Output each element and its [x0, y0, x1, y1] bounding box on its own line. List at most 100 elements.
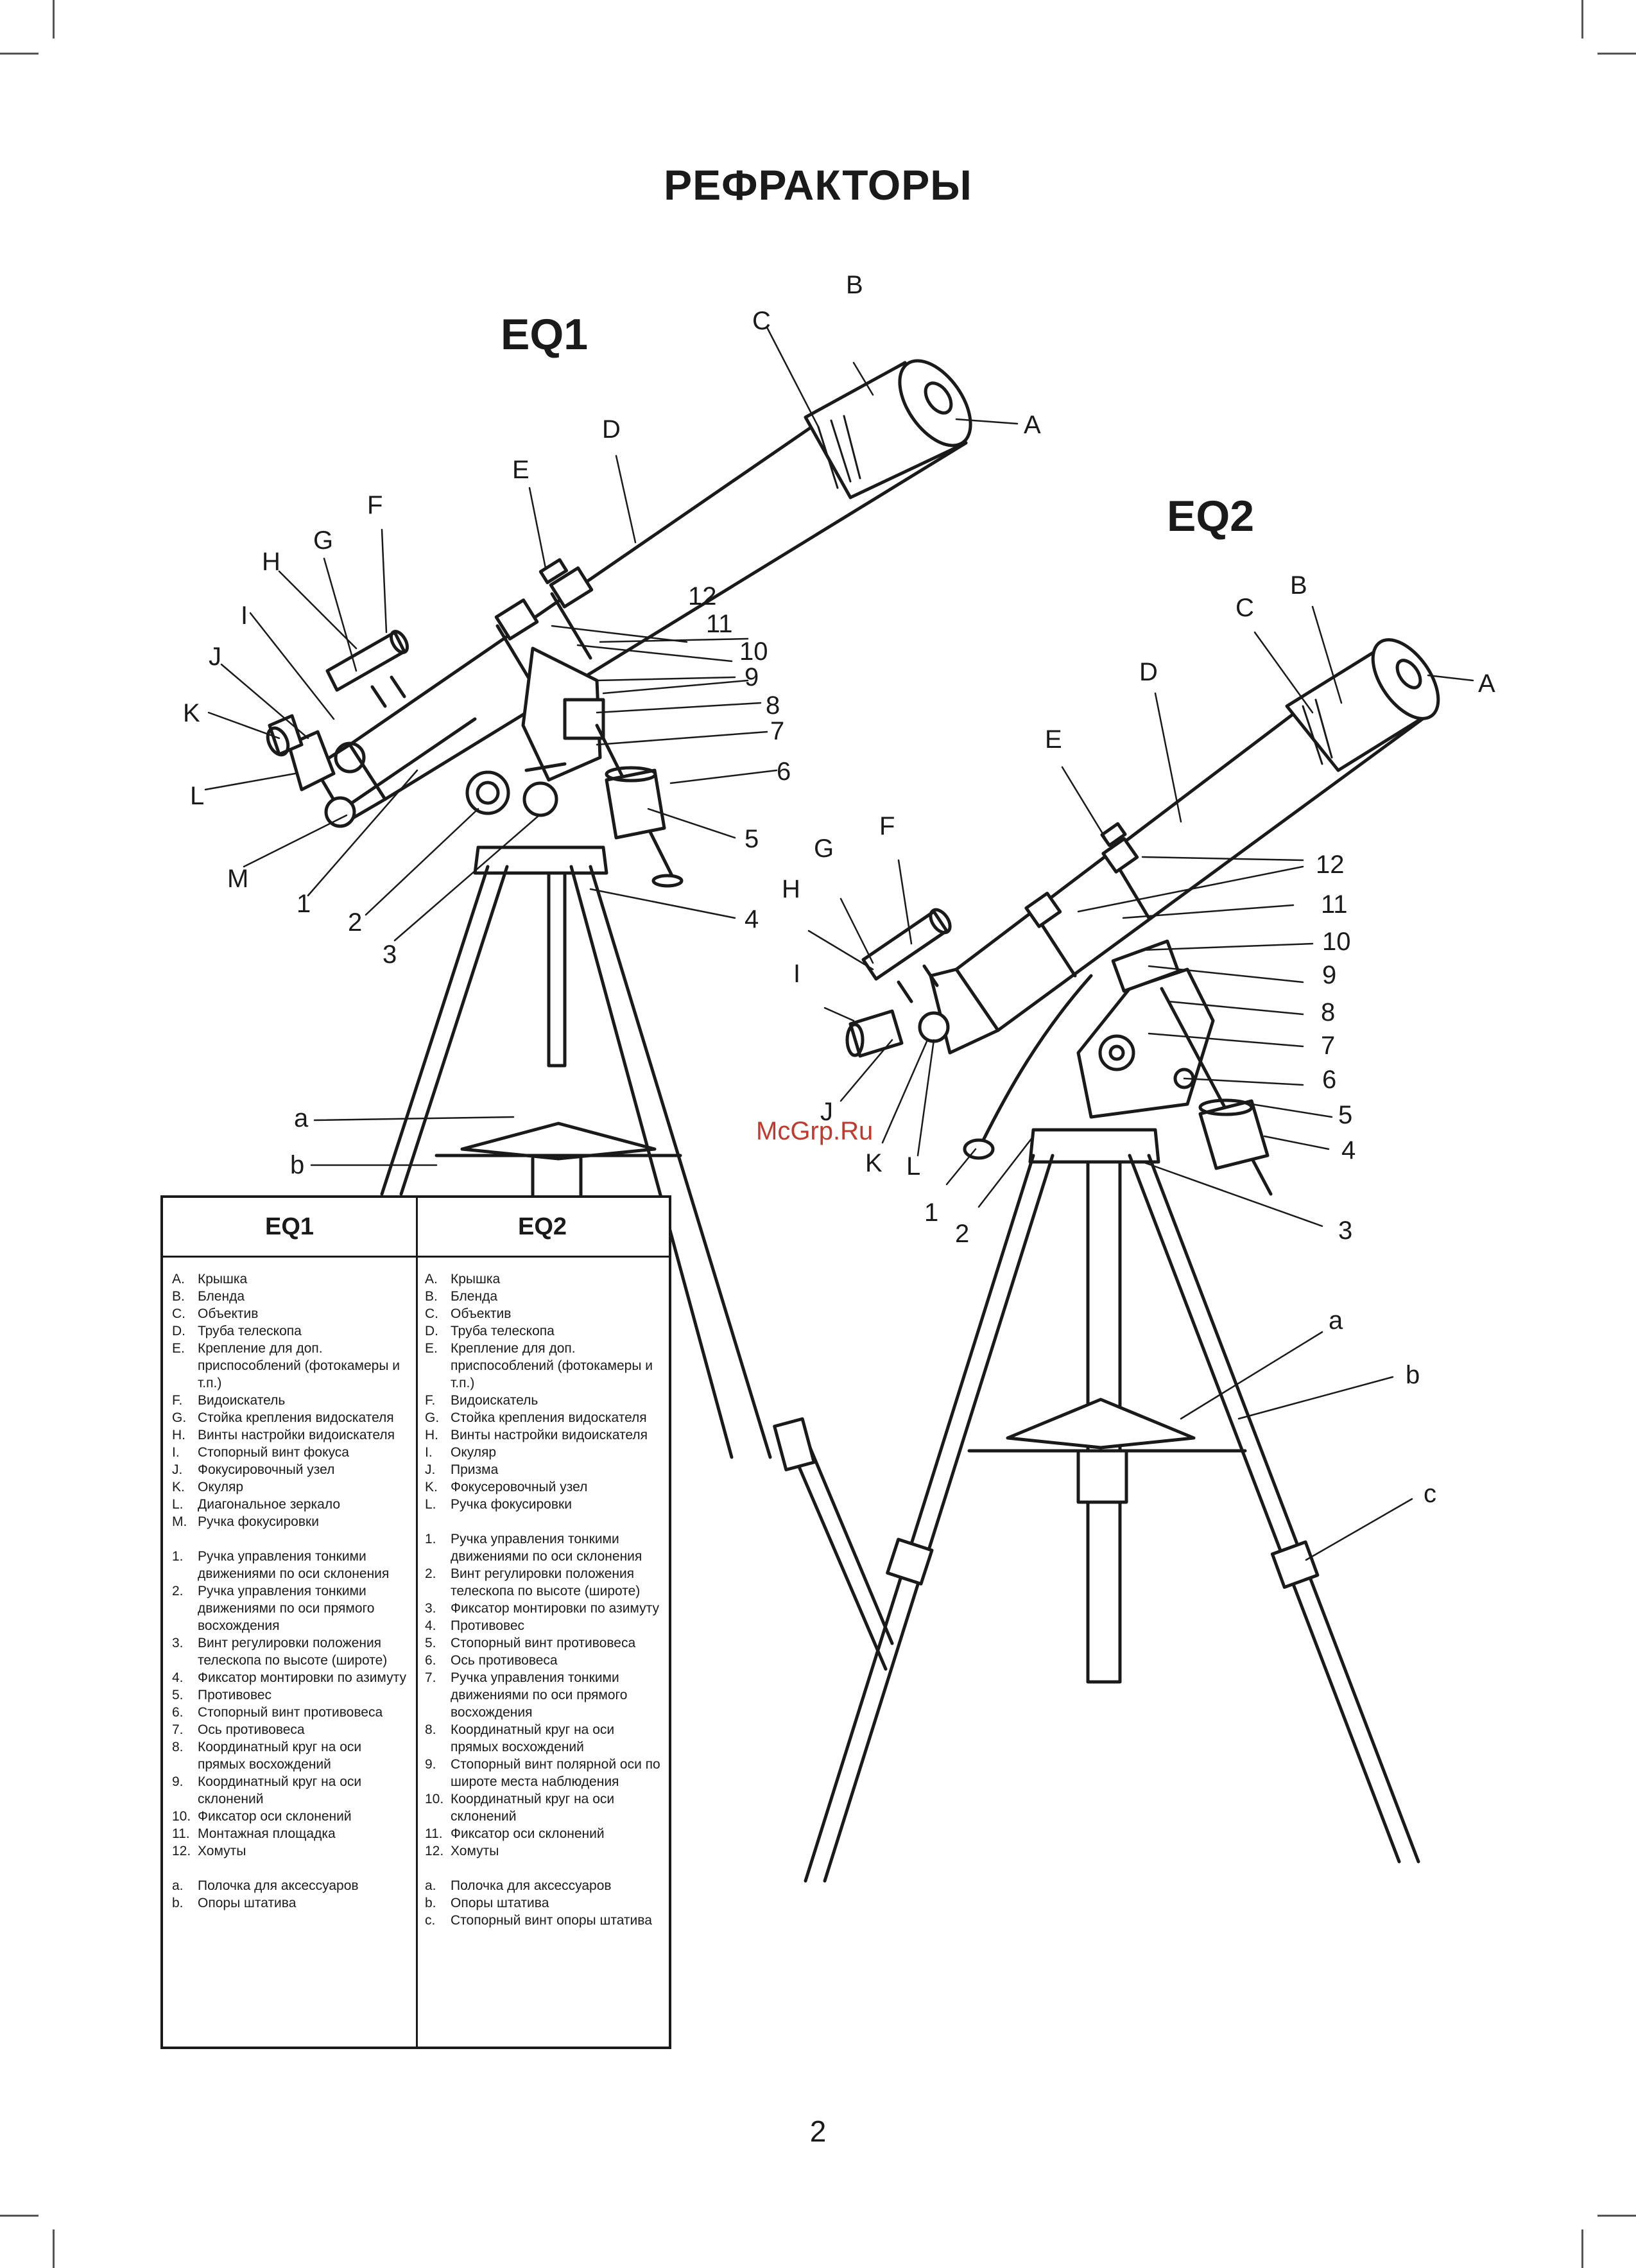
legend-item-key: b.: [425, 1896, 436, 1910]
legend-item-key: B.: [172, 1289, 185, 1304]
legend-item-text: Труба телескопа: [198, 1324, 302, 1338]
legend-item-text: Крепление для доп. приспособлений (фоток…: [451, 1341, 653, 1390]
legend-item-text: Ручка фокусировки: [451, 1497, 572, 1512]
eq1-callout: 12: [688, 582, 717, 610]
legend-item: 5.Стопорный винт противовеса: [425, 1634, 662, 1652]
eq1-callout: 6: [777, 757, 791, 786]
legend-item-key: G.: [172, 1410, 187, 1425]
legend-item: 11.Фиксатор оси склонений: [425, 1825, 662, 1842]
legend-item-text: Ось противовеса: [451, 1653, 558, 1668]
legend-item: b.Опоры штатива: [425, 1894, 662, 1912]
legend-item-text: Объектив: [198, 1306, 259, 1321]
eq2-callout: 6: [1322, 1066, 1336, 1094]
legend-item-text: Противовес: [451, 1618, 525, 1633]
eq1-callout: K: [183, 699, 200, 727]
legend-item: M.Ручка фокусировки: [172, 1513, 409, 1530]
crop-mark: [0, 53, 39, 55]
legend-item-key: 6.: [172, 1705, 184, 1720]
eq2-callout: 5: [1338, 1101, 1352, 1129]
legend-item-key: 3.: [172, 1636, 184, 1650]
eq1-callout: M: [227, 865, 248, 893]
crop-mark: [1581, 0, 1583, 39]
legend-item: F.Видоискатель: [172, 1392, 409, 1409]
legend-item: K.Окуляр: [172, 1478, 409, 1496]
legend-item: H.Винты настройки видоискателя: [172, 1426, 409, 1444]
legend-item-text: Полочка для аксессуаров: [198, 1878, 359, 1893]
legend-item: 1.Ручка управления тонкими движениями по…: [172, 1548, 409, 1582]
legend-item-key: J.: [425, 1462, 436, 1477]
legend-item-text: Объектив: [451, 1306, 512, 1321]
legend-item-text: Координатный круг на оси склонений: [451, 1792, 615, 1824]
eq2-callout: D: [1139, 658, 1158, 686]
eq2-title: EQ2: [1167, 492, 1255, 541]
eq1-callout: F: [367, 491, 383, 519]
crop-mark: [53, 0, 55, 39]
legend-item: L.Диагональное зеркало: [172, 1496, 409, 1513]
eq1-callout: 2: [348, 908, 362, 937]
legend-item-key: 4.: [172, 1670, 184, 1685]
legend-item: 8.Координатный круг на оси прямых восхож…: [425, 1721, 662, 1756]
legend-item-key: I.: [425, 1445, 433, 1460]
legend-item-text: Фиксатор оси склонений: [198, 1809, 352, 1824]
eq2-callout: J: [820, 1098, 833, 1126]
eq1-callout: 4: [745, 905, 759, 933]
legend-item-key: F.: [425, 1393, 436, 1408]
eq1-callout: 1: [297, 890, 311, 918]
watermark: McGrp.Ru: [756, 1117, 874, 1145]
eq2-callout: c: [1424, 1480, 1436, 1508]
legend-item-text: Крепление для доп. приспособлений (фоток…: [198, 1341, 400, 1390]
legend-item-key: M.: [172, 1514, 187, 1529]
legend-item: 2.Винт регулировки положения телескопа п…: [425, 1565, 662, 1600]
legend-item: K.Фокусеровочный узел: [425, 1478, 662, 1496]
eq1-callout: L: [190, 782, 204, 810]
legend-item-key: 6.: [425, 1653, 436, 1668]
legend-item: C.Объектив: [425, 1305, 662, 1322]
legend-item-key: 2.: [172, 1584, 184, 1598]
legend-item-key: 2.: [425, 1566, 436, 1581]
legend-item-text: Стопорный винт противовеса: [198, 1705, 383, 1720]
legend-item: 4. Противовес: [425, 1617, 662, 1634]
legend-item-key: c.: [425, 1913, 436, 1928]
legend-item: E.Крепление для доп. приспособлений (фот…: [172, 1340, 409, 1392]
legend-item-key: 9.: [172, 1774, 184, 1789]
legend-item-text: Опоры штатива: [198, 1896, 297, 1910]
legend-item-key: G.: [425, 1410, 440, 1425]
legend-item-text: Ручка управления тонкими движениями по о…: [198, 1549, 390, 1581]
legend-item-key: K.: [172, 1480, 185, 1494]
legend-item-key: 5.: [172, 1688, 184, 1702]
legend-header-eq2: EQ2: [416, 1198, 669, 1258]
legend-item-key: 9.: [425, 1757, 436, 1772]
eq2-callout: 2: [955, 1220, 969, 1248]
page-number: 2: [809, 2115, 827, 2148]
eq1-callout: A: [1024, 411, 1041, 439]
legend-item-text: Фокусеровочный узел: [451, 1480, 588, 1494]
legend-item: D.Труба телескопа: [425, 1322, 662, 1340]
legend-item-text: Призма: [451, 1462, 499, 1477]
eq1-callouts: A B C D E F G H I J K L M 1 2 3 4 5 6 7 …: [183, 271, 1041, 1179]
legend-item-key: 7.: [425, 1670, 436, 1685]
legend-item-key: 1.: [425, 1532, 436, 1546]
page-title: РЕФРАКТОРЫ: [664, 161, 972, 209]
legend-item-key: 8.: [425, 1722, 436, 1737]
eq2-callout: I: [793, 960, 800, 988]
legend-header-eq1: EQ1: [163, 1198, 416, 1258]
legend-item-text: Хомуты: [198, 1844, 246, 1858]
eq1-callout: 3: [383, 940, 397, 969]
legend-item-text: Крышка: [198, 1272, 248, 1286]
legend-item-key: B.: [425, 1289, 438, 1304]
legend-item-text: Координатный круг на оси склонений: [198, 1774, 362, 1806]
legend-item: 8.Координатный круг на оси прямых восхож…: [172, 1738, 409, 1773]
legend-item-text: Ручка управления тонкими движениями по о…: [451, 1532, 642, 1564]
eq2-telescope-drawing: [804, 638, 1440, 1883]
crop-mark: [1581, 2229, 1583, 2268]
eq2-callout: B: [1290, 571, 1307, 600]
eq2-callouts: A B C D E F G H I J K L 1 2 3 4 5 6 7 8 …: [782, 571, 1495, 1508]
legend-item-key: 4.: [425, 1618, 436, 1633]
eq1-callout: G: [313, 526, 333, 555]
legend-item-text: Винты настройки видоискателя: [198, 1428, 395, 1442]
legend-item-key: 12.: [425, 1844, 444, 1858]
eq2-callout: K: [865, 1149, 883, 1177]
